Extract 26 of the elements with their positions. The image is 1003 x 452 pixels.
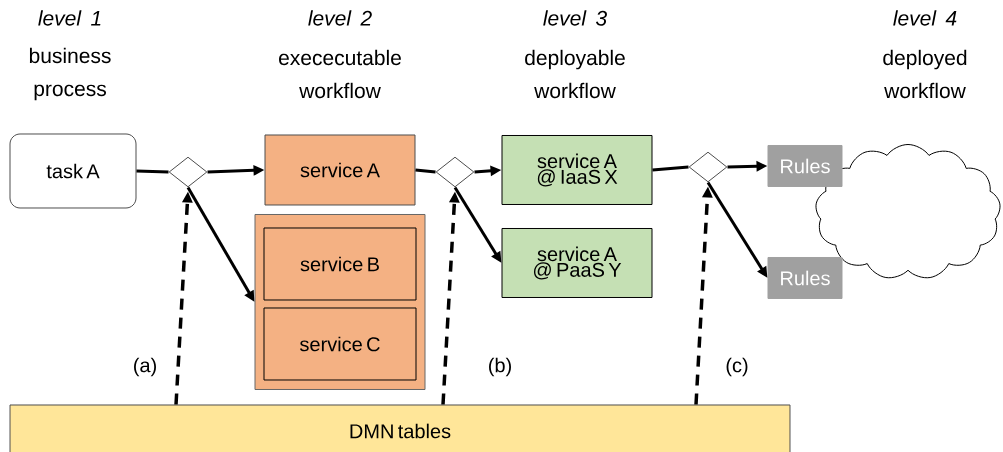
callout-label: (b) [489,357,511,377]
level-heading: level 1 [38,10,101,26]
service-box: service A @ IaaS X [501,135,653,205]
service-box: service A @ PaaS Y [501,228,653,298]
service-box: service C [263,307,417,381]
rules-box: Rules [767,257,843,299]
service-box: service A [264,134,416,206]
column-heading: deployable workflow [525,49,625,99]
rules-box: Rules [767,145,843,187]
callout-label: (a) [134,357,156,377]
level-heading: level 3 [543,10,607,26]
service-box: service B [263,227,417,301]
gateway-diamond [435,156,475,188]
column-heading: business process [29,47,111,101]
connector-line [136,169,169,174]
connector-line [652,165,689,172]
level-heading: level 4 [893,10,957,26]
callout-label: (c) [726,357,748,377]
task-box: task A [9,133,137,209]
column-heading: deployed workflow [883,49,967,99]
connector-line [415,168,436,174]
level-heading: level 2 [308,10,372,26]
table-bar: DMN tables [9,404,791,452]
column-heading: exececutable workflow [279,49,401,99]
gateway-diamond [168,156,208,188]
gateway-diamond [688,151,728,183]
